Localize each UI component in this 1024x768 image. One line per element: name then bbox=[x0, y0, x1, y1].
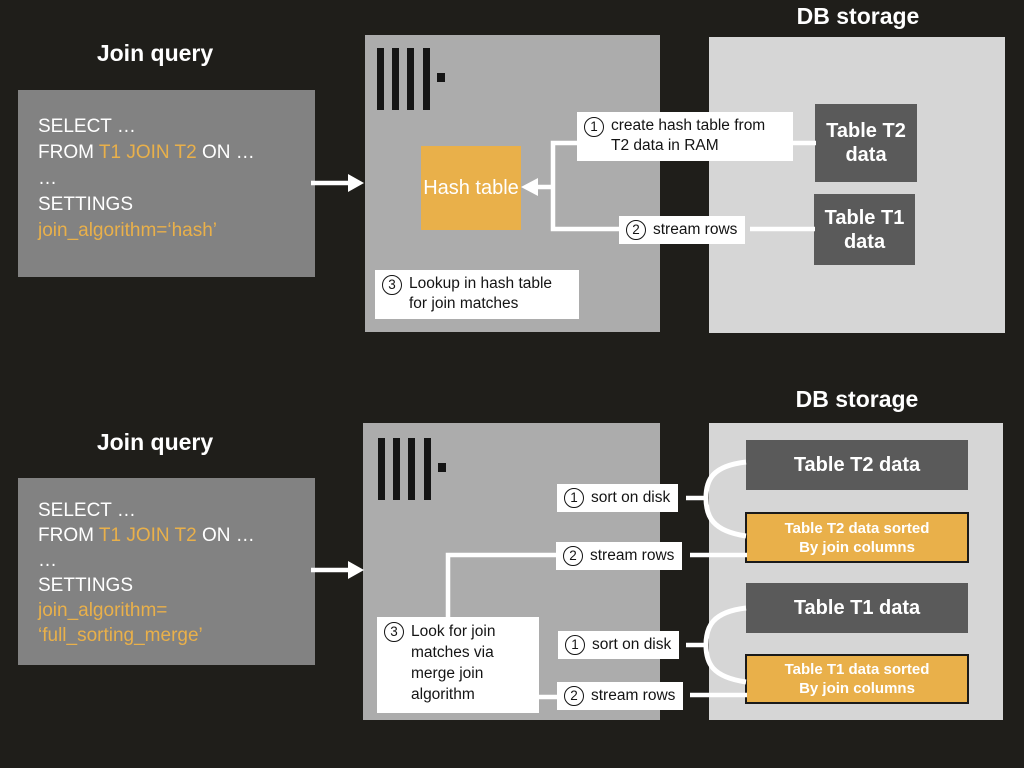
clickhouse-bars-icon bbox=[378, 438, 446, 500]
hash-join-db-storage-box bbox=[709, 37, 1005, 333]
sql-highlight-line: ‘full_sorting_merge’ bbox=[38, 625, 203, 646]
sql-line: … bbox=[38, 550, 57, 571]
table-t2-data-box: Table T2 data bbox=[746, 440, 968, 490]
merge-join-db-storage-title: DB storage bbox=[795, 386, 919, 412]
sql-line: SELECT … bbox=[38, 500, 136, 521]
query-to-server-arrow bbox=[311, 561, 364, 579]
sql-highlight: T1 JOIN T2 bbox=[98, 142, 197, 163]
sql-line: SETTINGS bbox=[38, 194, 134, 215]
table-t2-data-box: Table T2 data bbox=[815, 104, 917, 182]
step-number-badge: 2 bbox=[563, 546, 583, 566]
step-number-badge: 3 bbox=[382, 275, 402, 295]
hash-table-label: Hash table bbox=[423, 177, 519, 199]
hash-table-box: Hash table bbox=[421, 146, 521, 230]
step-number-badge: 1 bbox=[564, 488, 584, 508]
query-to-server-arrow bbox=[311, 174, 364, 192]
step-sort-on-disk-label-t1: 1 sort on disk bbox=[558, 631, 680, 659]
table-t1-data-box: Table T1 data bbox=[814, 194, 915, 265]
step-sort-on-disk-label-t2: 1 sort on disk bbox=[557, 484, 679, 512]
sql-highlight-line: join_algorithm= bbox=[38, 600, 168, 621]
sql-highlight: T1 JOIN T2 bbox=[98, 525, 197, 546]
step-number-badge: 3 bbox=[384, 622, 404, 642]
hash-join-query-title: Join query bbox=[96, 40, 214, 66]
sql-line: … bbox=[38, 168, 57, 189]
table-t1-sorted-box: Table T1 data sorted By join columns bbox=[745, 654, 969, 704]
step-stream-rows-label-t2: 2 stream rows bbox=[556, 542, 683, 570]
sql-line: SETTINGS bbox=[38, 575, 134, 596]
step-number-badge: 1 bbox=[565, 635, 585, 655]
merge-join-query-box: SELECT … FROM T1 JOIN T2 ON … … SETTINGS… bbox=[18, 478, 315, 665]
sql-line: SELECT … bbox=[38, 116, 136, 137]
step-stream-rows-label: 2 stream rows bbox=[619, 216, 746, 244]
step-number-badge: 2 bbox=[626, 220, 646, 240]
step-number-badge: 2 bbox=[564, 686, 584, 706]
hash-join-db-storage-title: DB storage bbox=[796, 3, 920, 29]
clickhouse-bars-icon bbox=[377, 48, 445, 110]
merge-join-query-title: Join query bbox=[96, 429, 214, 455]
sql-line: FROM T1 JOIN T2 ON … bbox=[38, 525, 255, 546]
step-stream-rows-label-t1: 2 stream rows bbox=[557, 682, 684, 710]
table-t2-sorted-box: Table T2 data sorted By join columns bbox=[745, 512, 969, 563]
table-t1-data-box: Table T1 data bbox=[746, 583, 968, 633]
sql-line: FROM T1 JOIN T2 ON … bbox=[38, 142, 255, 163]
hash-join-query-box: SELECT … FROM T1 JOIN T2 ON … … SETTINGS… bbox=[18, 90, 315, 277]
step-number-badge: 1 bbox=[584, 117, 604, 137]
sql-highlight-line: join_algorithm=‘hash’ bbox=[38, 220, 218, 241]
